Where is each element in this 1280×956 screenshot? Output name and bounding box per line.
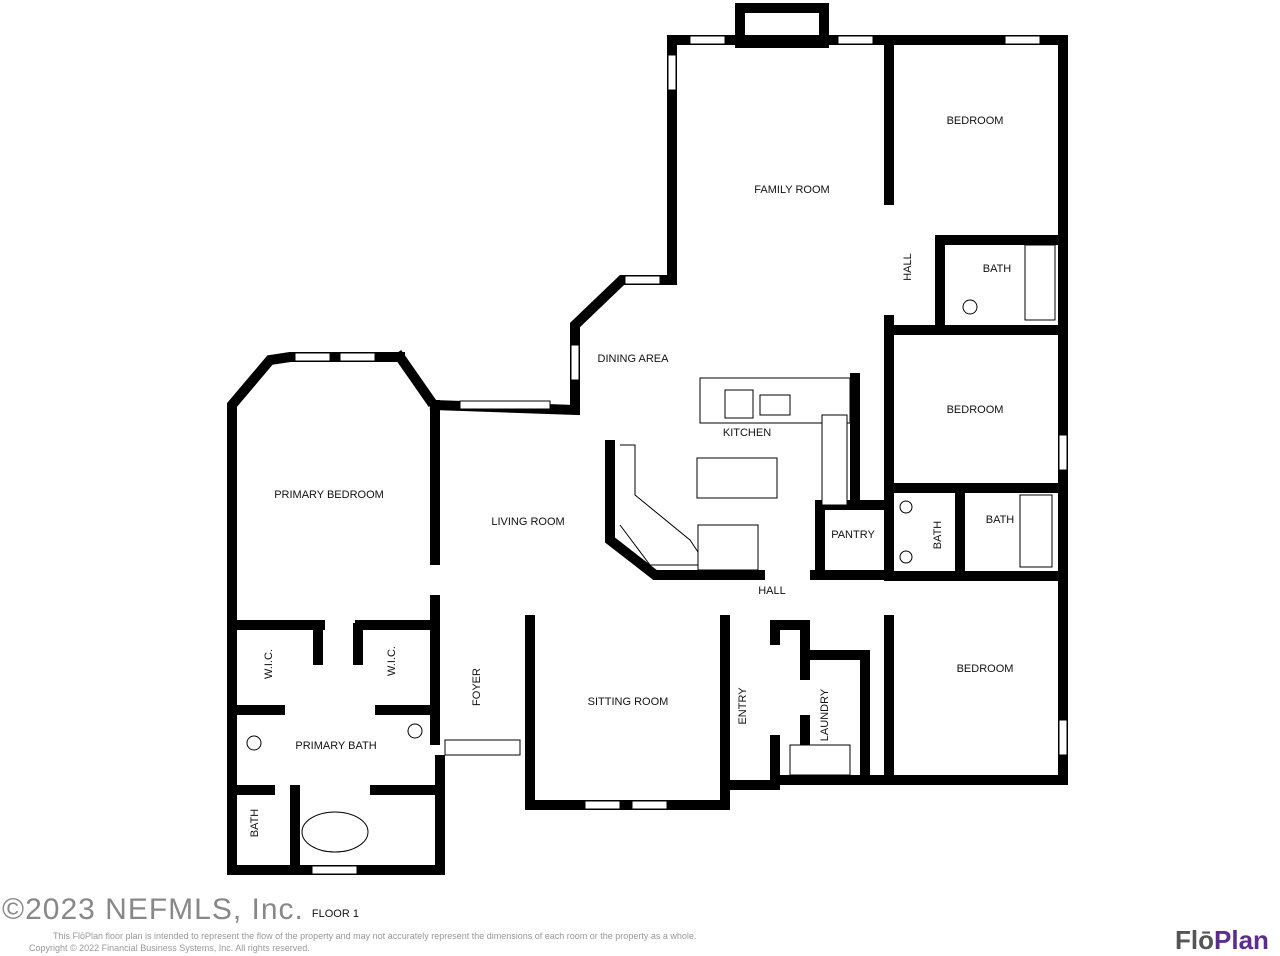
logo-part-1: Flō	[1175, 925, 1214, 955]
room-label-bedroom: BEDROOM	[946, 115, 1004, 127]
room-label-primary-bath: PRIMARY BATH	[295, 740, 377, 752]
room-label-bath: BATH	[249, 808, 261, 838]
windows	[294, 35, 1068, 875]
room-label-primary-bedroom: PRIMARY BEDROOM	[274, 489, 384, 501]
floplan-logo: FlōPlan	[1175, 926, 1269, 954]
room-label-bedroom: BEDROOM	[956, 663, 1014, 675]
watermark: ©2023 NEFMLS, Inc.	[2, 893, 304, 926]
room-label-bedroom: BEDROOM	[946, 404, 1004, 416]
room-label-bath: BATH	[982, 263, 1012, 275]
copyright: Copyright © 2022 Financial Business Syst…	[29, 943, 310, 953]
logo-part-2: Plan	[1214, 925, 1269, 955]
chimney	[735, 3, 829, 48]
room-label-hall: HALL	[902, 253, 914, 281]
room-label-sitting-room: SITTING ROOM	[587, 696, 669, 708]
floor-label: FLOOR 1	[311, 908, 359, 920]
room-label-kitchen: KITCHEN	[722, 427, 772, 439]
fixtures	[246, 244, 1056, 853]
room-label-dining-area: DINING AREA	[597, 353, 669, 365]
room-label-family-room: FAMILY ROOM	[754, 184, 830, 196]
room-label-wic: W.I.C.	[386, 646, 398, 676]
room-label-entry: ENTRY	[737, 687, 749, 725]
room-label-laundry: LAUNDRY	[819, 688, 831, 742]
room-label-bath: BATH	[932, 520, 944, 550]
room-label-foyer: FOYER	[471, 668, 483, 706]
room-label-hall: HALL	[758, 585, 786, 597]
room-label-bath: BATH	[985, 514, 1015, 526]
room-label-pantry: PANTRY	[831, 529, 875, 541]
disclaimer: This FlōPlan floor plan is intended to r…	[53, 931, 697, 941]
room-label-living-room: LIVING ROOM	[491, 516, 565, 528]
room-label-wic: W.I.C.	[263, 649, 275, 679]
